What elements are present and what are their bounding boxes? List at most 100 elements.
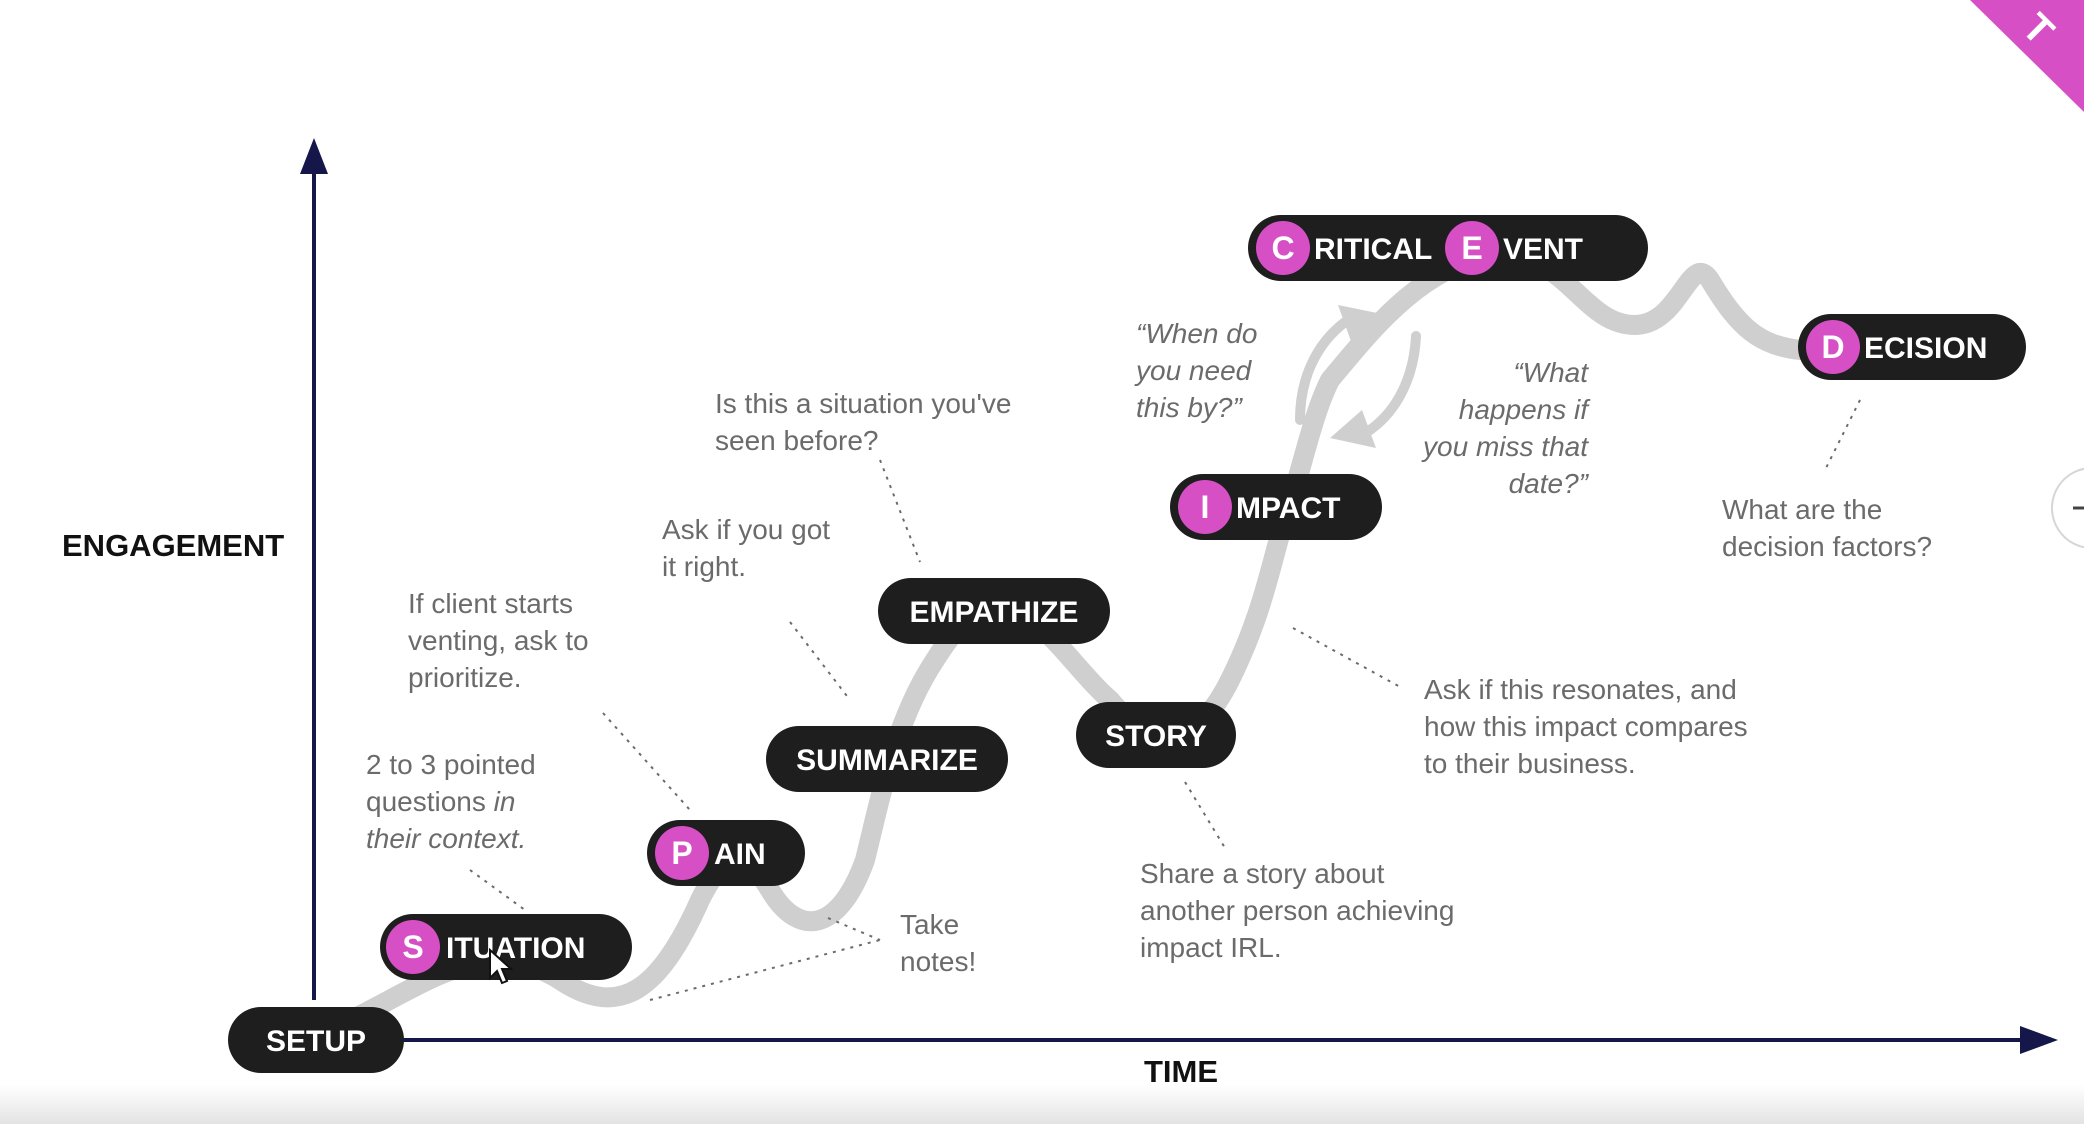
stage-decision-badge: [1806, 320, 1860, 374]
leader-empathize: [879, 459, 921, 563]
leader-summarize: [789, 621, 851, 701]
stage-story-pill: [1076, 702, 1236, 768]
note-impact-line1: Ask if this resonates, and: [1424, 674, 1737, 705]
note-situation: 2 to 3 pointed questions in their contex…: [366, 749, 536, 854]
corner-ribbon: [1970, 0, 2084, 112]
stage-event-badge: [1445, 221, 1499, 275]
arrow-down-head: [1330, 410, 1376, 448]
stage-pain-initial: P: [671, 835, 692, 871]
leader-story: [1184, 781, 1226, 849]
note-decision-line1: What are the: [1722, 494, 1882, 525]
stage-summarize[interactable]: SUMMARIZE: [766, 726, 1008, 792]
note-take-notes-line1: Take: [900, 909, 959, 940]
stage-pain-label: AIN: [714, 838, 766, 871]
arrow-down-curve: [1365, 331, 1421, 435]
note-situation-line2a: questions: [366, 786, 494, 817]
quote-when: “When do you need this by?”: [1134, 318, 1257, 423]
y-axis-arrow: [300, 138, 328, 174]
note-situation-line3: their context.: [366, 823, 526, 854]
note-situation-line2b: in: [494, 786, 516, 817]
stage-critical-initial: C: [1271, 230, 1294, 266]
stage-situation-label: ITUATION: [446, 932, 585, 965]
note-decision: What are the decision factors?: [1722, 494, 1932, 562]
leader-impact: [1292, 627, 1403, 689]
stage-impact-label: MPACT: [1236, 492, 1340, 525]
leader-take-notes-b: [827, 917, 881, 941]
note-impact: Ask if this resonates, and how this impa…: [1424, 674, 1748, 779]
stage-critical-label: RITICAL: [1314, 233, 1432, 266]
note-summarize-line2: it right.: [662, 551, 746, 582]
leader-situation: [469, 869, 526, 911]
note-story-line3: impact IRL.: [1140, 932, 1282, 963]
arrow-up-curve: [1295, 317, 1350, 425]
stage-decision-initial: D: [1821, 329, 1844, 365]
quote-when-line1: “When do: [1136, 318, 1257, 349]
note-take-notes: Take notes!: [900, 909, 976, 977]
stage-summarize-pill: [766, 726, 1008, 792]
stage-impact-badge: [1178, 480, 1232, 534]
stage-decision-label: ECISION: [1864, 332, 1987, 365]
note-pain: If client starts venting, ask to priorit…: [408, 588, 589, 693]
leader-pain: [602, 712, 691, 811]
stage-critical-event[interactable]: C RITICAL E VENT: [1248, 215, 1648, 281]
stage-setup[interactable]: SETUP: [228, 1007, 404, 1073]
arrow-up-head: [1338, 305, 1382, 344]
bottom-strip: [0, 1085, 2084, 1124]
quote-miss-line2: happens if: [1459, 394, 1591, 425]
note-story-line1: Share a story about: [1140, 858, 1385, 889]
stage-event-initial: E: [1461, 230, 1482, 266]
side-nav-button[interactable]: [2051, 467, 2084, 549]
note-situation-line1: 2 to 3 pointed: [366, 749, 536, 780]
note-impact-line2: how this impact compares: [1424, 711, 1748, 742]
stage-event-label: VENT: [1503, 233, 1583, 266]
note-empathize-line2: seen before?: [715, 425, 878, 456]
note-empathize-line1: Is this a situation you've: [715, 388, 1011, 419]
stage-situation-badge: [386, 920, 440, 974]
quote-miss-line3: you miss that: [1421, 431, 1589, 462]
stage-empathize[interactable]: EMPATHIZE: [878, 578, 1110, 644]
note-summarize-line1: Ask if you got: [662, 514, 830, 545]
leader-take-notes-a: [649, 939, 881, 1001]
stage-empathize-label: EMPATHIZE: [910, 596, 1079, 629]
stage-empathize-pill: [878, 578, 1110, 644]
x-axis-arrow: [2020, 1026, 2058, 1054]
stage-story-label: STORY: [1105, 720, 1207, 753]
note-empathize: Is this a situation you've seen before?: [715, 388, 1011, 456]
mouse-cursor-icon: [489, 947, 514, 985]
x-axis-label: TIME: [1144, 1054, 1218, 1089]
note-pain-line2: venting, ask to: [408, 625, 589, 656]
note-summarize: Ask if you got it right.: [662, 514, 830, 582]
leader-decision: [1824, 399, 1861, 471]
stage-pain-badge: [655, 826, 709, 880]
note-situation-line2: questions in: [366, 786, 515, 817]
quote-miss-line1: “What: [1513, 357, 1589, 388]
stage-pain[interactable]: P AIN: [647, 820, 805, 886]
quote-when-line2: you need: [1134, 355, 1253, 386]
journey-path: [320, 240, 1810, 1040]
quote-miss-line4: date?”: [1509, 468, 1590, 499]
stage-decision[interactable]: D ECISION: [1798, 314, 2026, 380]
quote-when-line3: this by?”: [1136, 392, 1243, 423]
stage-critical-badge: [1256, 221, 1310, 275]
stage-situation-pill: [380, 914, 632, 980]
stage-setup-pill: [228, 1007, 404, 1073]
stage-situation[interactable]: S ITUATION: [380, 914, 632, 980]
note-impact-line3: to their business.: [1424, 748, 1636, 779]
stage-summarize-label: SUMMARIZE: [796, 744, 978, 777]
y-axis-label: ENGAGEMENT: [62, 528, 284, 563]
note-decision-line2: decision factors?: [1722, 531, 1932, 562]
stage-situation-initial: S: [402, 929, 423, 965]
leader-lines: [469, 399, 1861, 1001]
note-pain-line1: If client starts: [408, 588, 573, 619]
quote-miss: “What happens if you miss that date?”: [1421, 357, 1591, 499]
stage-impact[interactable]: I MPACT: [1170, 474, 1382, 540]
note-story: Share a story about another person achie…: [1140, 858, 1454, 963]
note-pain-line3: prioritize.: [408, 662, 522, 693]
note-take-notes-line2: notes!: [900, 946, 976, 977]
stage-impact-initial: I: [1201, 489, 1210, 525]
stage-setup-label: SETUP: [266, 1025, 366, 1058]
stage-story[interactable]: STORY: [1076, 702, 1236, 768]
note-story-line2: another person achieving: [1140, 895, 1454, 926]
